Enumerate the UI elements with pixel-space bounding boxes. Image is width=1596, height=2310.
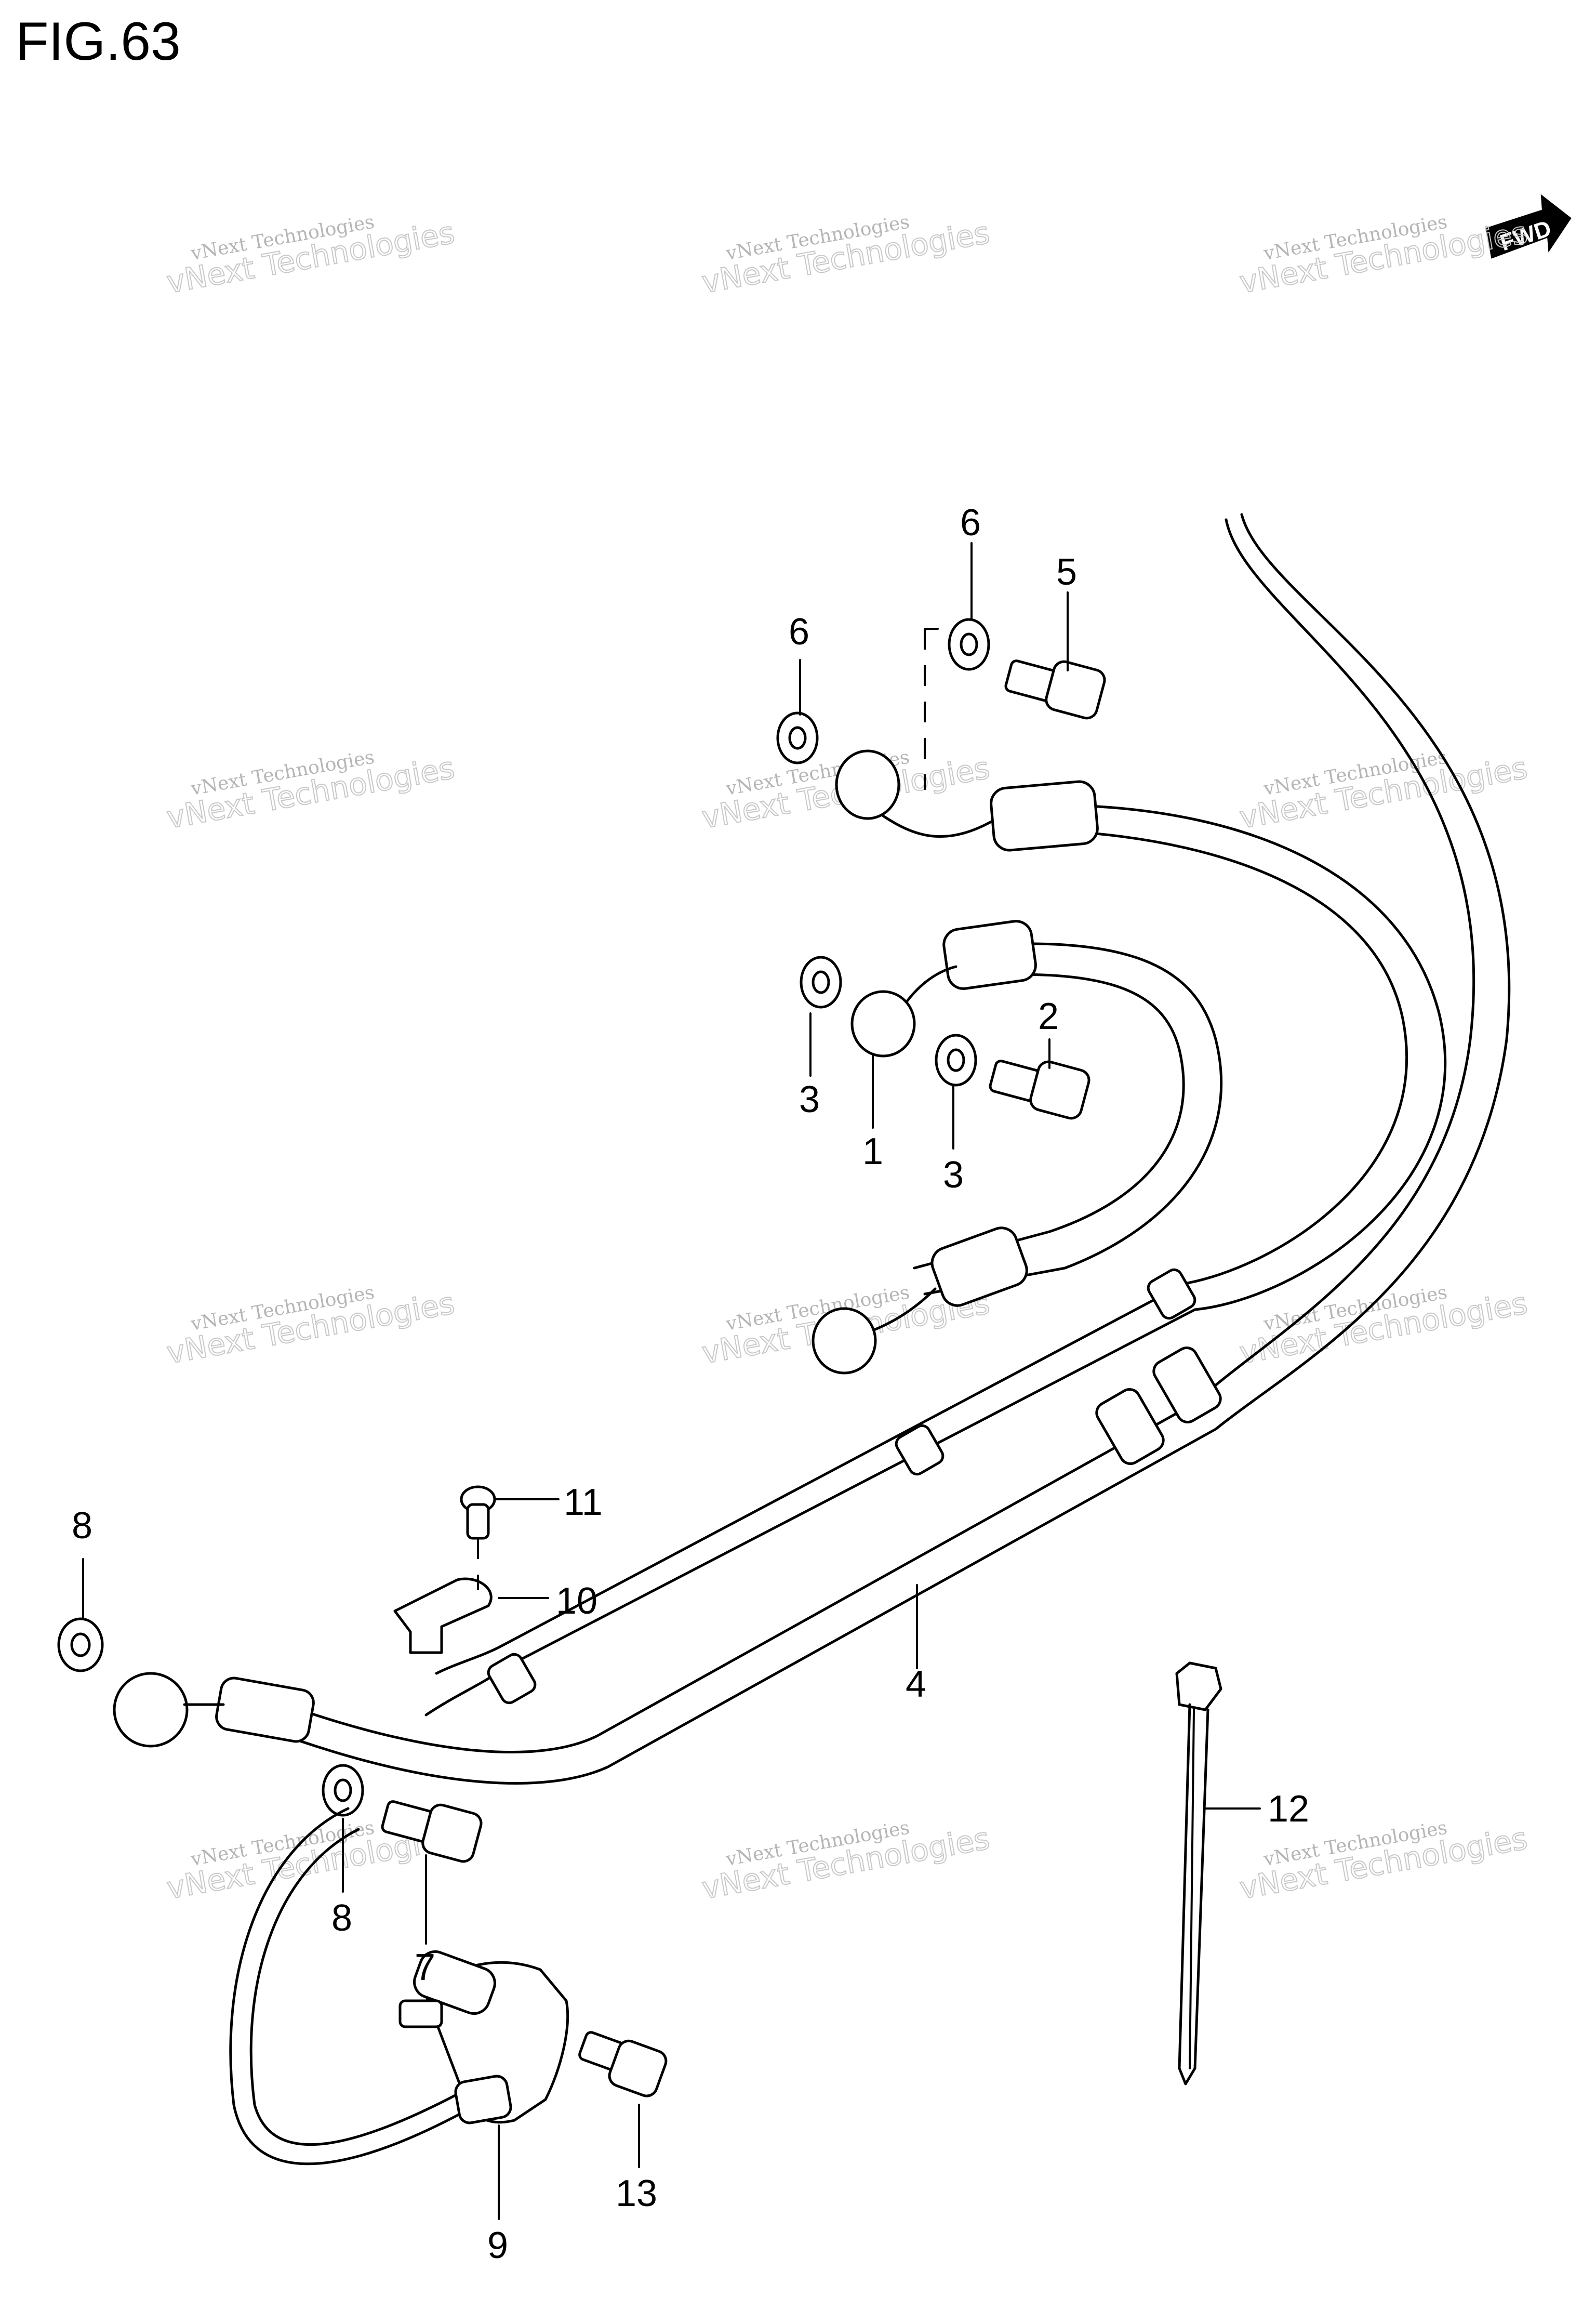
- callout-4: 4: [906, 1664, 926, 1705]
- sensor-9: [229, 1807, 569, 2166]
- callout-10: 10: [556, 1580, 597, 1622]
- callout-5: 5: [1056, 551, 1077, 593]
- brake-hose-1: [812, 920, 1223, 1375]
- brake-hose-4: [113, 513, 1511, 1785]
- hose-end-fitting: [215, 1677, 315, 1743]
- washer-hole: [334, 1778, 352, 1802]
- banjo-fitting: [812, 1307, 877, 1375]
- callout-2: 2: [1038, 996, 1059, 1037]
- bolt-13: [578, 2031, 668, 2097]
- callout-9: 9: [487, 2225, 508, 2266]
- hose-joint: [487, 1653, 537, 1705]
- union-bolt-2: [989, 1060, 1090, 1120]
- washer-hole: [947, 1048, 965, 1072]
- hose-joint: [895, 1424, 945, 1476]
- hose-sleeve: [930, 1226, 1028, 1307]
- clamp-10: [393, 1577, 493, 1654]
- callout-6: 6: [960, 502, 981, 544]
- screw-11: [460, 1485, 496, 1540]
- banjo-fitting: [850, 990, 916, 1058]
- callout-7: 7: [415, 1947, 435, 1988]
- callout-11: 11: [564, 1482, 603, 1523]
- callouts: 6 5 6 2 3 1 3 8 11 10 4 12 8 7 13 9: [72, 502, 1309, 2266]
- callout-13: 13: [616, 2173, 657, 2214]
- washer-hole: [788, 726, 807, 750]
- washer-hole: [812, 970, 830, 994]
- callout-1: 1: [862, 1131, 883, 1172]
- callout-6: 6: [789, 611, 809, 653]
- brake-hose-upper: [424, 749, 1447, 1717]
- hose-joint: [1147, 1268, 1196, 1320]
- hose-sleeve: [1095, 1388, 1165, 1465]
- banjo-fitting: [835, 749, 900, 820]
- washer-hole: [960, 632, 978, 656]
- callout-12: 12: [1268, 1788, 1309, 1830]
- callout-8: 8: [72, 1505, 92, 1547]
- union-bolt-7: [381, 1800, 483, 1863]
- banjo-fitting: [113, 1672, 189, 1748]
- callout-3: 3: [943, 1154, 964, 1196]
- hose-sleeve: [990, 780, 1099, 852]
- cable-tie-12: [1175, 1661, 1222, 2085]
- leader-lines: [82, 542, 1261, 2220]
- union-bolt-5: [1004, 659, 1106, 720]
- figure-title: FIG.63: [16, 11, 181, 72]
- callout-8: 8: [331, 1897, 352, 1939]
- hose-sleeve: [942, 920, 1037, 990]
- washer-hole: [70, 1632, 91, 1657]
- callout-3: 3: [799, 1079, 820, 1120]
- hose-sleeve: [1152, 1347, 1222, 1423]
